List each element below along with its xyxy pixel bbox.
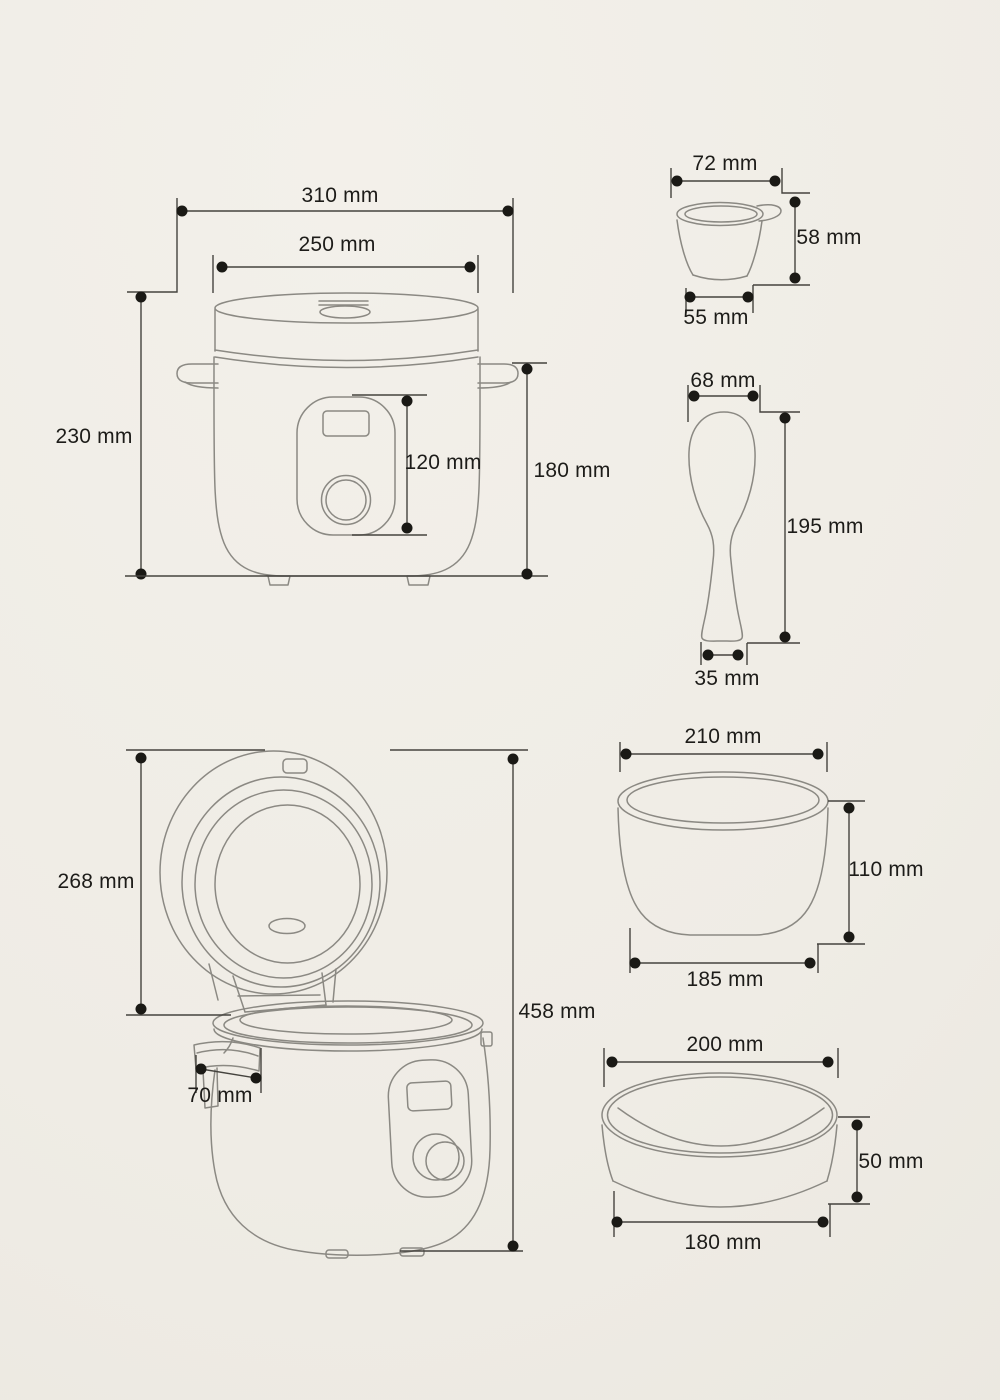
display-screen <box>322 410 370 437</box>
rice-paddle-drawing <box>688 411 756 642</box>
dim-label-paddle-head-width: 68 mm <box>690 369 756 392</box>
dim-label-cup-base-width: 55 mm <box>683 306 749 329</box>
left-handle <box>176 363 219 389</box>
display-screen <box>406 1080 453 1112</box>
dim-label-pot-base-width: 185 mm <box>686 968 764 991</box>
steam-basket-drawing <box>601 1072 838 1208</box>
steam-basket-dimensions <box>603 1048 870 1237</box>
dim-label-open-lid-height: 268 mm <box>57 870 135 893</box>
dim-label-paddle-length: 195 mm <box>786 515 864 538</box>
dim-label-basket-height: 50 mm <box>858 1150 924 1173</box>
lid-latch <box>282 758 308 774</box>
dim-label-closed-overall-width: 310 mm <box>301 184 379 207</box>
right-handle <box>477 363 519 389</box>
inner-pot-dimensions <box>619 742 865 973</box>
dim-label-open-handle-width: 70 mm <box>187 1084 253 1107</box>
dim-label-closed-lid-width: 250 mm <box>298 233 376 256</box>
rice-paddle-dimensions <box>687 385 800 665</box>
measuring-cup-drawing <box>676 201 782 281</box>
dim-label-closed-overall-height: 230 mm <box>55 425 133 448</box>
dim-label-paddle-handle-width: 35 mm <box>694 667 760 690</box>
control-knob <box>320 474 372 526</box>
dim-label-cup-top-width: 72 mm <box>692 152 758 175</box>
dim-label-cup-height: 58 mm <box>796 226 862 249</box>
rice-cooker-open-dimensions <box>126 749 528 1252</box>
dim-label-pot-top-width: 210 mm <box>684 725 762 748</box>
dim-label-basket-base-width: 180 mm <box>684 1231 762 1254</box>
pot-rim <box>212 1000 493 1052</box>
dim-label-closed-panel-height: 120 mm <box>404 451 482 474</box>
dim-label-basket-top-width: 200 mm <box>686 1033 764 1056</box>
dim-label-closed-body-height: 180 mm <box>533 459 611 482</box>
control-panel <box>296 396 396 536</box>
dim-label-pot-height: 110 mm <box>848 858 924 881</box>
open-lid <box>159 750 388 995</box>
control-knob <box>412 1133 460 1181</box>
control-panel-open <box>387 1059 473 1198</box>
rice-cooker-closed-drawing <box>176 292 519 586</box>
cup-spout <box>756 204 782 222</box>
rice-cooker-open-drawing <box>159 750 493 1259</box>
inner-pot-drawing <box>617 771 829 936</box>
measuring-cup-dimensions <box>670 168 810 313</box>
dim-label-open-total-height: 458 mm <box>518 1000 596 1023</box>
rice-cooker-closed-dimensions <box>125 198 548 580</box>
